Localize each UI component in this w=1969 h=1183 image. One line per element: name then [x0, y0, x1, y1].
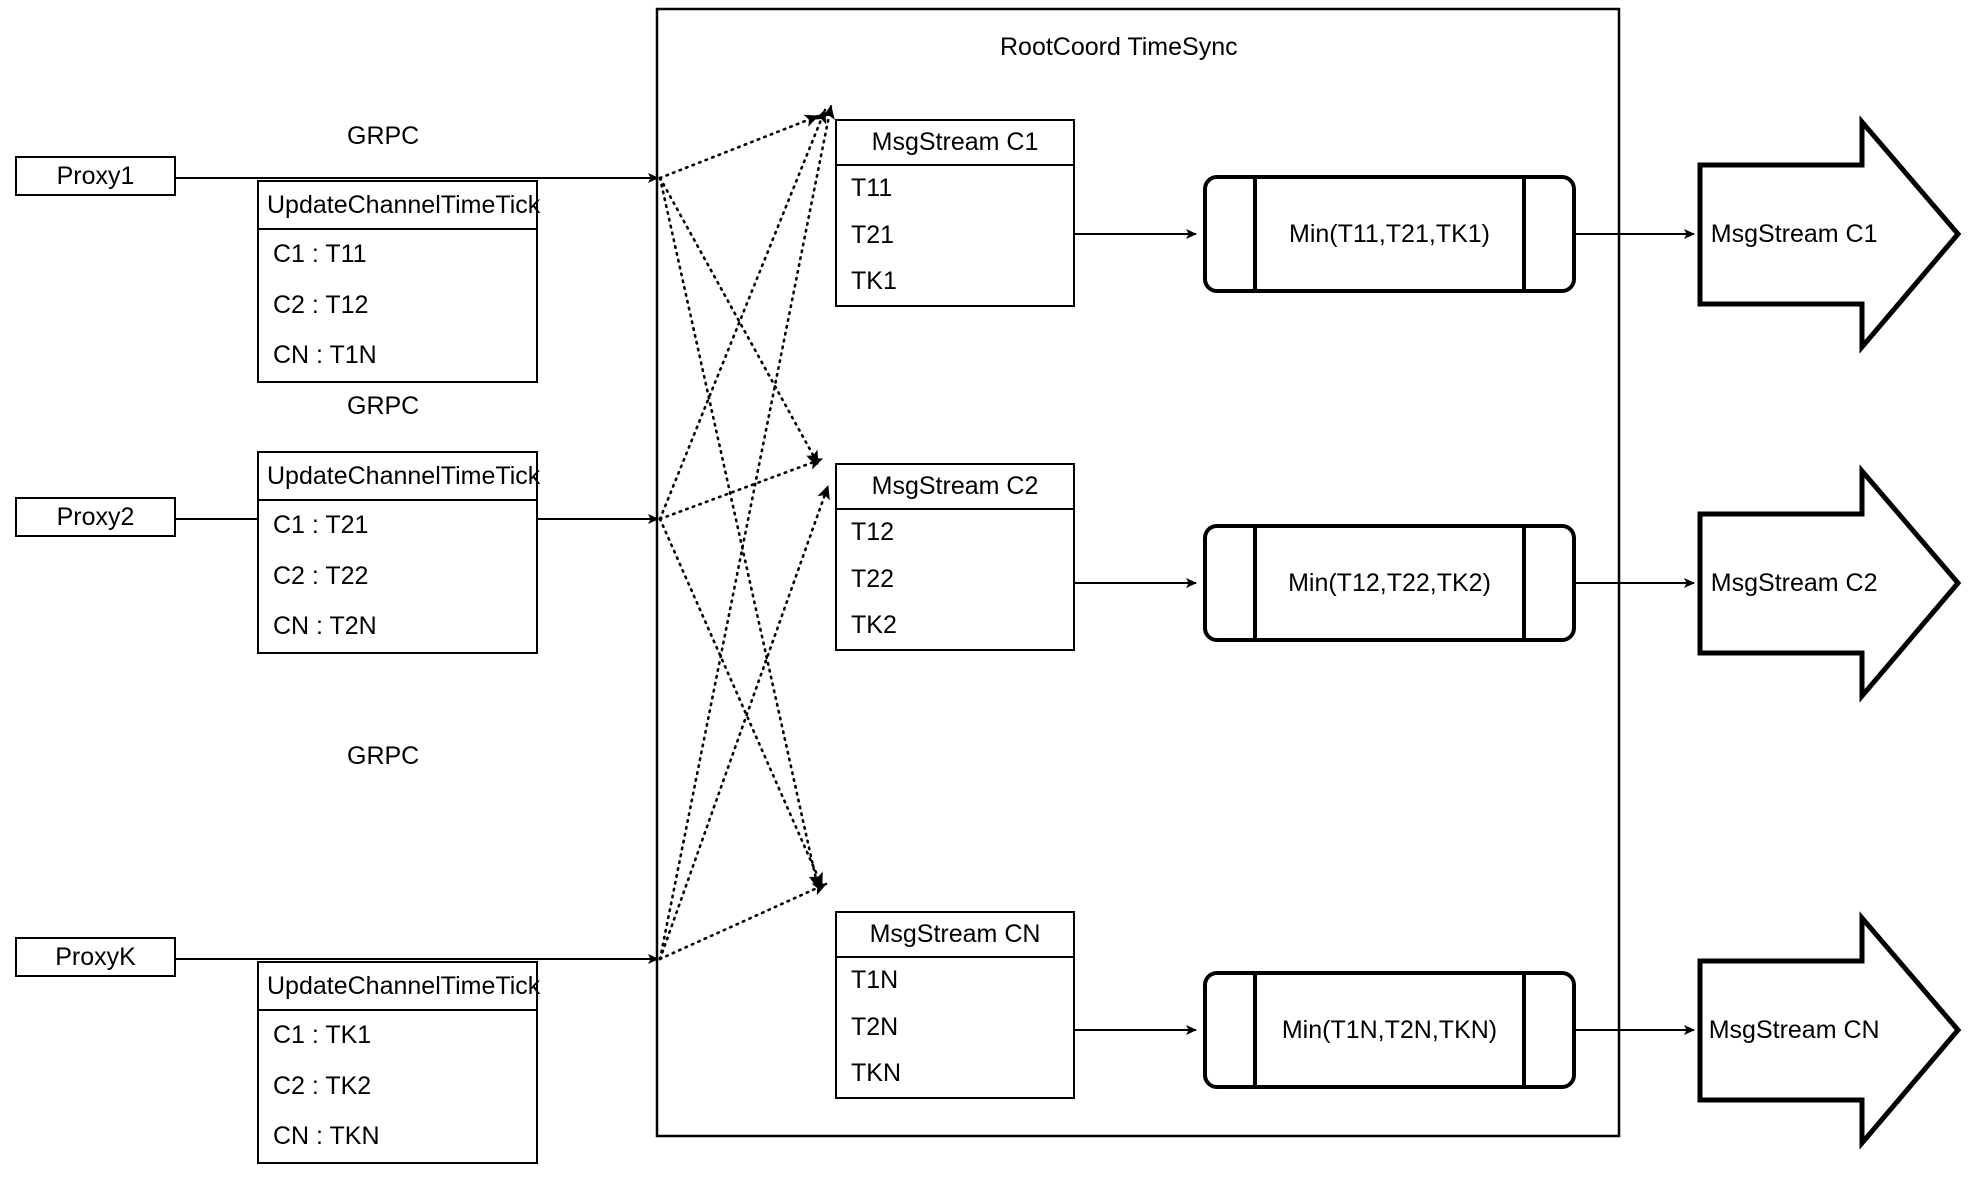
- msgstream-table-2[interactable]: MsgStream C2 T12 T22 TK2: [835, 463, 1075, 651]
- output-msgstream-arrow-1-label: MsgStream C1: [1710, 220, 1878, 248]
- output-msgstream-arrow-3[interactable]: MsgStream CN: [1700, 918, 1958, 1143]
- dotted-pk-c2: [658, 484, 830, 961]
- min-process-3[interactable]: Min(T1N,T2N,TKN): [1205, 973, 1574, 1087]
- table-3-row: C2 : TK2: [273, 1071, 372, 1100]
- update-channel-timetick-table-3[interactable]: UpdateChannelTimeTick C1 : TK1 C2 : TK2 …: [257, 961, 540, 1164]
- msgstream-table-2-header: MsgStream C2: [837, 465, 1073, 510]
- grpc-label-3: GRPC: [347, 742, 420, 770]
- proxy-box-2-label: Proxy2: [56, 502, 135, 531]
- msgstream-table-1-header: MsgStream C1: [837, 121, 1073, 166]
- table-1-row: CN : T1N: [273, 341, 377, 370]
- table-3-row: C1 : TK1: [273, 1021, 372, 1050]
- msgstream-table-3-header: MsgStream CN: [837, 913, 1073, 958]
- table-1-row: C2 : T12: [273, 290, 369, 319]
- table-2-row: CN : T2N: [273, 612, 377, 641]
- msgstream-table-1[interactable]: MsgStream C1 T11 T21 TK1: [835, 119, 1075, 307]
- min-process-1[interactable]: Min(T11,T21,TK1): [1205, 177, 1574, 291]
- min-process-2[interactable]: Min(T12,T22,TK2): [1205, 526, 1574, 640]
- msgstream-table-3[interactable]: MsgStream CN T1N T2N TKN: [835, 911, 1075, 1099]
- proxy-box-3-label: ProxyK: [55, 942, 136, 971]
- proxy-box-1-label: Proxy1: [56, 161, 135, 190]
- proxy-box-2[interactable]: Proxy2: [15, 497, 176, 537]
- proxy-box-1[interactable]: Proxy1: [15, 156, 176, 196]
- min-process-1-label: Min(T11,T21,TK1): [1289, 219, 1490, 248]
- proxy-box-3[interactable]: ProxyK: [15, 937, 176, 977]
- table-3-header: UpdateChannelTimeTick: [259, 963, 540, 1011]
- dotted-p2-c2: [658, 457, 824, 521]
- min-process-2-label: Min(T12,T22,TK2): [1288, 568, 1491, 597]
- dotted-pk-cn: [658, 882, 828, 961]
- msgstream-table-3-row: T1N: [851, 966, 899, 995]
- output-msgstream-arrow-1[interactable]: MsgStream C1: [1700, 122, 1958, 347]
- update-channel-timetick-table-1[interactable]: UpdateChannelTimeTick C1 : T11 C2 : T12 …: [257, 180, 540, 383]
- msgstream-table-1-row: TK1: [851, 267, 897, 296]
- grpc-label-2: GRPC: [347, 392, 420, 420]
- msgstream-table-3-row: TKN: [851, 1059, 901, 1088]
- dotted-p1-c1: [658, 114, 820, 180]
- rootcoord-container-title: RootCoord TimeSync: [1000, 33, 1238, 61]
- msgstream-table-2-row: T22: [851, 564, 895, 593]
- msgstream-table-1-row: T21: [851, 220, 895, 249]
- table-2-header: UpdateChannelTimeTick: [259, 453, 540, 501]
- output-msgstream-arrow-2[interactable]: MsgStream C2: [1700, 471, 1958, 696]
- dotted-p1-c2: [658, 176, 820, 466]
- table-2-row: C1 : T21: [273, 511, 369, 540]
- grpc-label-1: GRPC: [347, 122, 420, 150]
- output-msgstream-arrow-2-label: MsgStream C2: [1710, 569, 1878, 597]
- msgstream-table-2-row: TK2: [851, 611, 897, 640]
- msgstream-table-2-row: T12: [851, 518, 895, 547]
- table-1-header: UpdateChannelTimeTick: [259, 182, 540, 230]
- min-process-3-label: Min(T1N,T2N,TKN): [1281, 1015, 1498, 1044]
- table-1-row: C1 : T11: [273, 240, 367, 269]
- output-msgstream-arrow-3-label: MsgStream CN: [1708, 1016, 1880, 1044]
- table-3-row: CN : TKN: [273, 1122, 380, 1151]
- dotted-pk-c1: [658, 104, 835, 961]
- update-channel-timetick-table-2[interactable]: UpdateChannelTimeTick C1 : T21 C2 : T22 …: [257, 451, 540, 654]
- table-2-row: C2 : T22: [273, 561, 369, 590]
- msgstream-table-1-row: T11: [851, 174, 893, 203]
- dotted-p2-cn: [658, 517, 824, 888]
- msgstream-table-3-row: T2N: [851, 1012, 899, 1041]
- dotted-p2-c1: [658, 108, 827, 521]
- dotted-p1-cn: [658, 176, 822, 890]
